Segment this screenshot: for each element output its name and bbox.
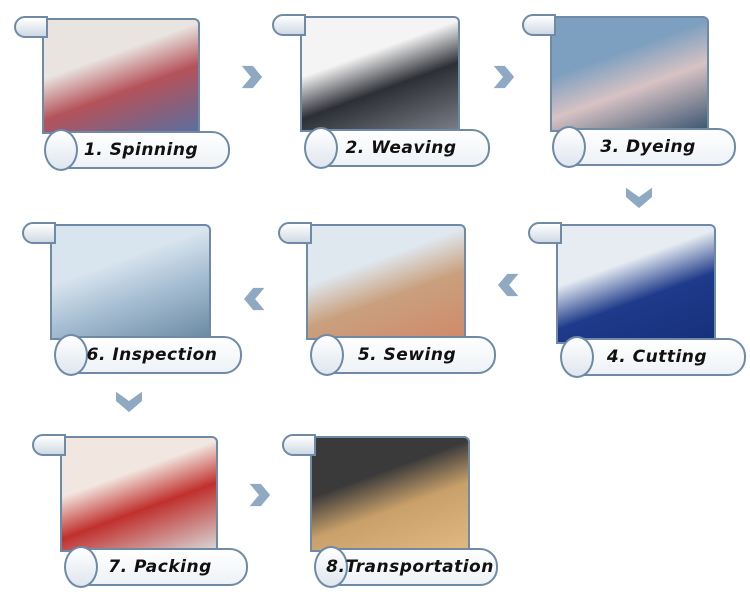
scroll-curl-decoration bbox=[32, 434, 66, 456]
shipping-container-photo bbox=[310, 436, 470, 552]
chevron-down-shape bbox=[626, 187, 652, 209]
label-curl-decoration bbox=[304, 127, 338, 169]
step-label: 2. Weaving bbox=[345, 138, 457, 158]
label-curl-decoration bbox=[54, 334, 88, 376]
chevron-down-shape bbox=[116, 391, 142, 413]
scroll-curl-decoration bbox=[14, 16, 48, 38]
step-label: 3. Dyeing bbox=[600, 137, 696, 157]
step-label-box: 6. Inspection bbox=[54, 334, 242, 376]
step-label-box: 3. Dyeing bbox=[552, 126, 736, 168]
step-label: 5. Sewing bbox=[357, 345, 457, 365]
dyeing-machine-photo bbox=[550, 16, 709, 132]
packing-workers-photo bbox=[60, 436, 218, 552]
label-curl-decoration bbox=[552, 126, 586, 168]
label-curl-decoration bbox=[310, 334, 344, 376]
chevron-left-shape bbox=[244, 287, 265, 311]
label-curl-decoration bbox=[314, 546, 348, 588]
chevron-down-icon bbox=[626, 187, 652, 209]
chevron-down-icon bbox=[116, 391, 142, 413]
step-label-box: 7. Packing bbox=[64, 546, 248, 588]
scroll-curl-decoration bbox=[278, 222, 312, 244]
scroll-curl-decoration bbox=[22, 222, 56, 244]
label-curl-decoration bbox=[44, 129, 78, 171]
chevron-right-icon bbox=[493, 65, 515, 89]
label-curl-decoration bbox=[560, 336, 594, 378]
label-curl-decoration bbox=[64, 546, 98, 588]
chevron-right-shape bbox=[249, 483, 271, 507]
step-label: 6. Inspection bbox=[86, 345, 218, 365]
chevron-left-icon bbox=[244, 287, 265, 311]
inspection-room-photo bbox=[50, 224, 211, 340]
step-label: 4. Cutting bbox=[606, 347, 708, 367]
fabric-cutting-photo bbox=[556, 224, 716, 344]
step-label: 1. Spinning bbox=[83, 140, 199, 160]
step-label-box: 4. Cutting bbox=[560, 336, 746, 378]
step-label-box: 2. Weaving bbox=[304, 127, 490, 169]
step-label-box: 1. Spinning bbox=[44, 129, 230, 171]
step-label-box: 8.Transportation bbox=[314, 546, 498, 588]
scroll-curl-decoration bbox=[272, 14, 306, 36]
step-label: 8.Transportation bbox=[326, 557, 494, 577]
step-label: 7. Packing bbox=[108, 557, 212, 577]
step-label-box: 5. Sewing bbox=[310, 334, 496, 376]
sewing-workshop-photo bbox=[306, 224, 466, 340]
chevron-right-icon bbox=[241, 65, 263, 89]
scroll-curl-decoration bbox=[528, 222, 562, 244]
chevron-right-icon bbox=[249, 483, 271, 507]
spinning-mill-photo bbox=[42, 18, 200, 134]
chevron-left-shape bbox=[498, 273, 519, 297]
chevron-right-shape bbox=[493, 65, 515, 89]
scroll-curl-decoration bbox=[522, 14, 556, 36]
weaving-loom-photo bbox=[300, 16, 460, 132]
chevron-right-shape bbox=[241, 65, 263, 89]
chevron-left-icon bbox=[498, 273, 519, 297]
scroll-curl-decoration bbox=[282, 434, 316, 456]
